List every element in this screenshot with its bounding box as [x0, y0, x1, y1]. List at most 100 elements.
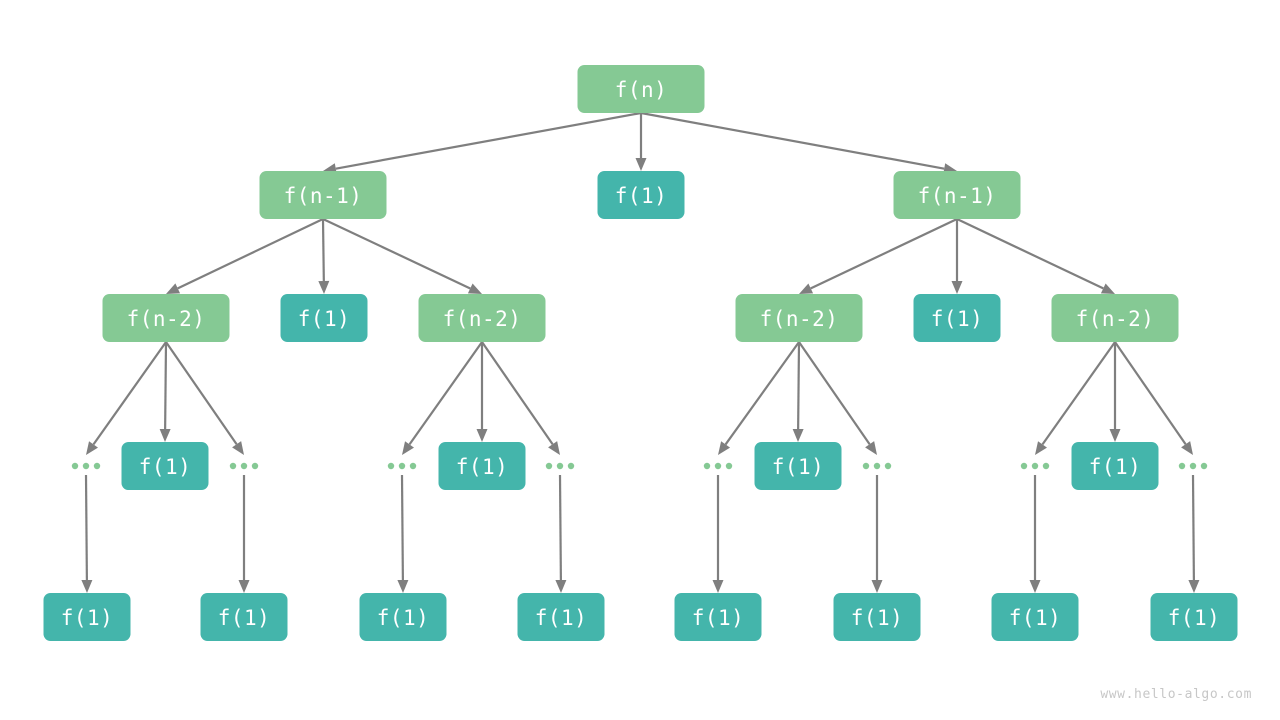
node-label: f(n-2) [127, 307, 206, 331]
edge-line [321, 218, 325, 282]
node-background [735, 294, 863, 342]
node-label: f(1) [1089, 455, 1142, 479]
node-label: f(1) [692, 606, 745, 630]
node-label: f(1) [615, 184, 668, 208]
tree-node-recursive[interactable]: f(n-2) [1051, 294, 1179, 342]
node-background [1051, 294, 1179, 342]
edge-line [165, 341, 238, 445]
tree-node-base-case[interactable]: f(1) [754, 442, 842, 490]
ellipsis-node [71, 462, 101, 470]
arrow-head-icon [718, 441, 731, 455]
node-label: f(1) [851, 606, 904, 630]
tree-node-base-case[interactable]: f(1) [833, 593, 921, 641]
tree-node-base-case[interactable]: f(1) [359, 593, 447, 641]
tree-node-base-case[interactable]: f(1) [1071, 442, 1159, 490]
ellipsis-dot-icon [545, 462, 553, 470]
ellipsis-dot-icon [71, 462, 79, 470]
ellipsis-dot-icon [251, 462, 259, 470]
tree-node-base-case[interactable]: f(1) [913, 294, 1001, 342]
arrow-head-icon [635, 158, 647, 171]
arrow-head-icon [1109, 429, 1121, 442]
edge-line [558, 474, 562, 581]
arrow-head-icon [1029, 580, 1041, 593]
node-background [517, 593, 605, 641]
node-label: f(1) [1168, 606, 1221, 630]
arrow-head-icon [238, 580, 250, 593]
edge-line [400, 474, 404, 581]
tree-node-base-case[interactable]: f(1) [121, 442, 209, 490]
tree-node-base-case[interactable]: f(1) [991, 593, 1079, 641]
tree-node-recursive[interactable]: f(n-1) [893, 171, 1021, 219]
tree-node-base-case[interactable]: f(1) [1150, 593, 1238, 641]
tree-node-recursive[interactable]: f(n-2) [735, 294, 863, 342]
tree-node-recursive[interactable]: f(n-2) [418, 294, 546, 342]
ellipsis-dot-icon [1042, 462, 1050, 470]
ellipsis-node [229, 462, 259, 470]
ellipsis-dot-icon [862, 462, 870, 470]
node-label: f(1) [298, 307, 351, 331]
edge-line [956, 218, 1104, 290]
node-background [102, 294, 230, 342]
ellipsis-dot-icon [398, 462, 406, 470]
edge-line [1191, 474, 1195, 581]
edge-line [481, 341, 554, 445]
edge-line [640, 111, 945, 170]
edge-line [724, 341, 800, 446]
node-background [359, 593, 447, 641]
ellipsis-dot-icon [229, 462, 237, 470]
arrow-head-icon [951, 281, 963, 294]
ellipsis-dot-icon [884, 462, 892, 470]
node-background [1150, 593, 1238, 641]
tree-node-base-case[interactable]: f(1) [438, 442, 526, 490]
arrow-head-icon [548, 441, 560, 455]
tree-node-base-case[interactable]: f(1) [280, 294, 368, 342]
tree-node-base-case[interactable]: f(1) [43, 593, 131, 641]
node-label: f(1) [456, 455, 509, 479]
tree-node-recursive[interactable]: f(n-1) [259, 171, 387, 219]
node-label: f(1) [377, 606, 430, 630]
node-background [597, 171, 685, 219]
edge-line [408, 341, 483, 446]
ellipsis-node [862, 462, 892, 470]
node-background [674, 593, 762, 641]
arrow-head-icon [159, 428, 171, 442]
tree-node-base-case[interactable]: f(1) [674, 593, 762, 641]
node-label: f(n-2) [760, 307, 839, 331]
edge-line [177, 218, 324, 290]
edge-line [810, 218, 958, 290]
tree-node-recursive[interactable]: f(n) [577, 65, 705, 113]
arrow-head-icon [1100, 283, 1115, 294]
arrow-head-icon [397, 579, 409, 593]
arrow-head-icon [86, 441, 99, 455]
node-background [121, 442, 209, 490]
ellipsis-dot-icon [703, 462, 711, 470]
tree-node-base-case[interactable]: f(1) [597, 171, 685, 219]
tree-node-base-case[interactable]: f(1) [517, 593, 605, 641]
ellipsis-dot-icon [82, 462, 90, 470]
ellipsis-node [545, 462, 575, 470]
node-background [280, 294, 368, 342]
ellipsis-dot-icon [1020, 462, 1028, 470]
ellipsis-dot-icon [387, 462, 395, 470]
arrow-head-icon [166, 283, 181, 294]
node-background [754, 442, 842, 490]
node-background [438, 442, 526, 490]
tree-node-recursive[interactable]: f(n-2) [102, 294, 230, 342]
edge-line [797, 341, 801, 430]
node-label: f(1) [1009, 606, 1062, 630]
node-background [577, 65, 705, 113]
node-label: f(n-1) [918, 184, 997, 208]
ellipsis-dot-icon [567, 462, 575, 470]
node-background [1071, 442, 1159, 490]
ellipsis-dot-icon [1189, 462, 1197, 470]
arrow-head-icon [402, 441, 415, 455]
arrow-head-icon [318, 280, 330, 294]
ellipsis-node [1020, 462, 1050, 470]
arrow-head-icon [1035, 441, 1048, 455]
ellipsis-dot-icon [1031, 462, 1039, 470]
node-label: f(1) [772, 455, 825, 479]
ellipsis-dot-icon [93, 462, 101, 470]
tree-node-base-case[interactable]: f(1) [200, 593, 288, 641]
